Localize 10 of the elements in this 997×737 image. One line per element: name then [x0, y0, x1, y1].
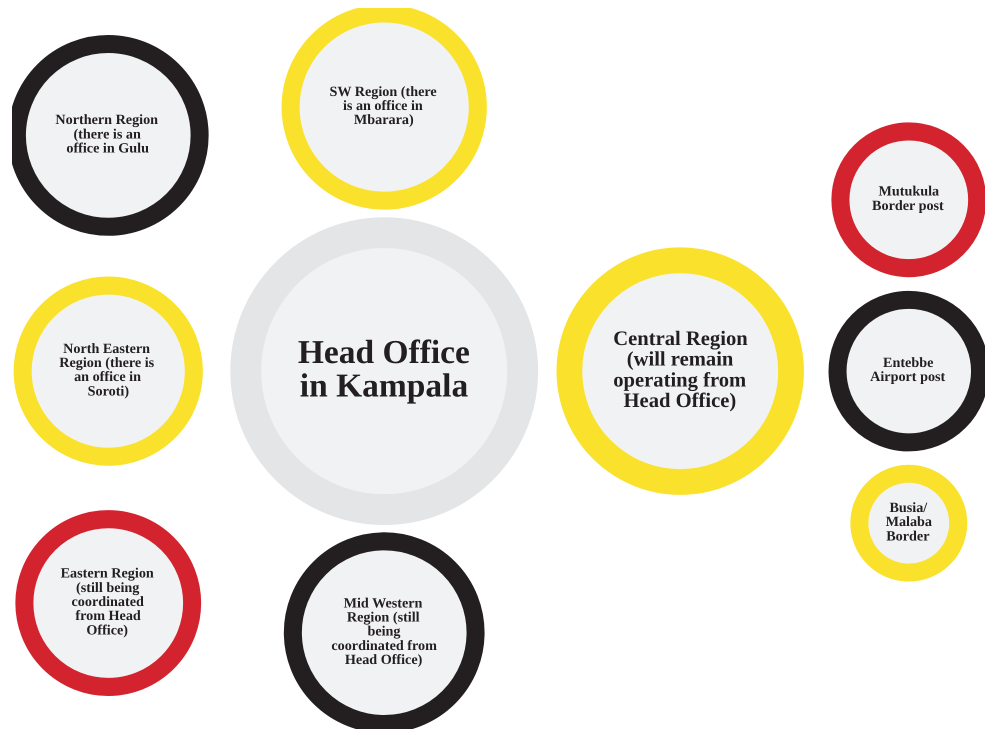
- node-circle: Busia/ Malaba Border: [850, 464, 968, 582]
- node-circle: Head Office in Kampala: [230, 217, 538, 526]
- node-circle: Entebbe Airport post: [828, 290, 985, 452]
- node-circle: Mutukula Border post: [831, 122, 985, 278]
- node-circle: SW Region (there is an office in Mbarara): [282, 8, 487, 210]
- node-circle: Central Region (will remain operating from Head Office): [556, 247, 804, 495]
- node-circle: Mid Western Region (still being coordinated from Head Office): [284, 532, 485, 729]
- node-circle: Eastern Region (still being coordinated from Head Office): [15, 510, 202, 696]
- node-circle: North Eastern Region (there is an office in Soroti): [14, 276, 203, 466]
- node-circle: Northern Region (there is an office in Gulu: [12, 35, 209, 236]
